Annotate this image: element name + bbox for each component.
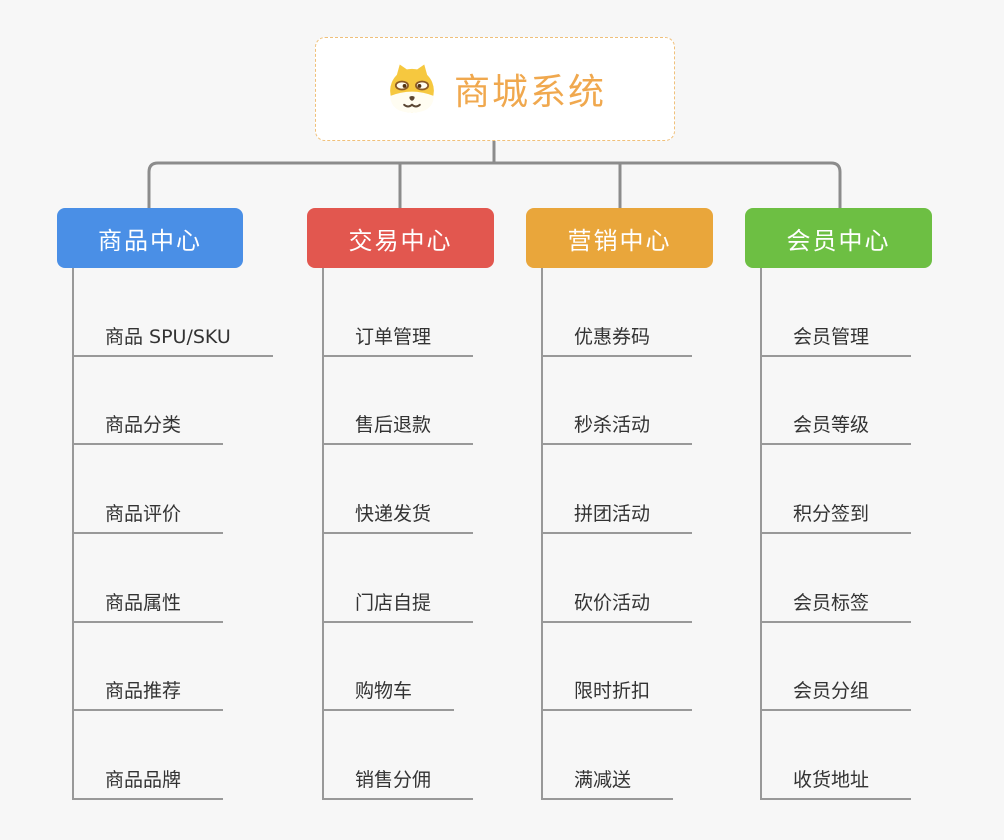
branch-children-member-center: 会员管理 会员等级 积分签到 会员标签 会员分组 收货地址 xyxy=(760,268,912,801)
leaf-node[interactable]: 满减送 xyxy=(541,711,674,801)
leaf-label: 砍价活动 xyxy=(574,591,651,614)
leaf-label: 售后退款 xyxy=(355,414,432,437)
leaf-label: 会员等级 xyxy=(793,414,870,437)
leaf-node[interactable]: 商品评价 xyxy=(72,445,224,535)
shiba-dog-icon xyxy=(390,64,434,113)
leaf-node[interactable]: 限时折扣 xyxy=(541,623,693,712)
leaf-label: 优惠券码 xyxy=(574,325,651,348)
branch-children-product-center: 商品 SPU/SKU 商品分类 商品评价 商品属性 商品推荐 商品品牌 xyxy=(72,268,273,801)
branch-children-trade-center: 订单管理 售后退款 快递发货 门店自提 购物车 销售分佣 xyxy=(322,268,474,801)
branch-label: 营销中心 xyxy=(567,226,672,255)
branch-label: 交易中心 xyxy=(348,226,453,255)
leaf-label: 商品品牌 xyxy=(105,769,182,792)
branch-children-marketing-center: 优惠券码 秒杀活动 拼团活动 砍价活动 限时折扣 满减送 xyxy=(541,268,693,801)
leaf-node[interactable]: 优惠券码 xyxy=(541,268,693,357)
leaf-node[interactable]: 商品分类 xyxy=(72,357,224,446)
leaf-label: 限时折扣 xyxy=(574,680,651,703)
leaf-label: 商品属性 xyxy=(105,591,182,614)
leaf-label: 销售分佣 xyxy=(355,769,432,792)
leaf-label: 商品推荐 xyxy=(105,680,182,703)
branch-node-marketing-center[interactable]: 营销中心 xyxy=(526,208,713,268)
leaf-label: 购物车 xyxy=(355,680,413,703)
leaf-label: 满减送 xyxy=(574,769,632,792)
leaf-node[interactable]: 收货地址 xyxy=(760,711,912,801)
leaf-label: 商品 SPU/SKU xyxy=(105,325,231,348)
leaf-node[interactable]: 商品品牌 xyxy=(72,711,224,801)
leaf-label: 商品评价 xyxy=(105,503,182,526)
root-title: 商城系统 xyxy=(453,72,606,113)
leaf-node[interactable]: 门店自提 xyxy=(322,534,474,623)
leaf-node[interactable]: 会员等级 xyxy=(760,357,912,446)
branch-label: 会员中心 xyxy=(786,226,891,255)
leaf-node[interactable]: 商品 SPU/SKU xyxy=(72,268,273,357)
leaf-node[interactable]: 商品推荐 xyxy=(72,623,224,712)
leaf-node[interactable]: 秒杀活动 xyxy=(541,357,693,446)
branch-trunk-line xyxy=(760,268,762,800)
leaf-label: 会员管理 xyxy=(793,325,870,348)
branch-node-product-center[interactable]: 商品中心 xyxy=(57,208,243,268)
leaf-label: 门店自提 xyxy=(355,591,432,614)
leaf-node[interactable]: 商品属性 xyxy=(72,534,224,623)
leaf-label: 收货地址 xyxy=(793,769,870,792)
leaf-label: 拼团活动 xyxy=(574,503,651,526)
leaf-node[interactable]: 订单管理 xyxy=(322,268,474,357)
branch-node-trade-center[interactable]: 交易中心 xyxy=(307,208,494,268)
leaf-node[interactable]: 销售分佣 xyxy=(322,711,474,801)
branch-node-member-center[interactable]: 会员中心 xyxy=(745,208,932,268)
leaf-node[interactable]: 购物车 xyxy=(322,623,455,712)
leaf-node[interactable]: 会员分组 xyxy=(760,623,912,712)
branch-label: 商品中心 xyxy=(98,226,202,255)
leaf-node[interactable]: 售后退款 xyxy=(322,357,474,446)
leaf-node[interactable]: 会员标签 xyxy=(760,534,912,623)
leaf-label: 订单管理 xyxy=(355,325,432,348)
leaf-node[interactable]: 砍价活动 xyxy=(541,534,693,623)
leaf-node[interactable]: 拼团活动 xyxy=(541,445,693,535)
leaf-label: 会员标签 xyxy=(793,591,870,614)
root-node[interactable]: 商城系统 xyxy=(315,37,675,141)
branch-trunk-line xyxy=(72,268,74,800)
branch-trunk-line xyxy=(322,268,324,800)
leaf-label: 商品分类 xyxy=(105,414,182,437)
leaf-label: 会员分组 xyxy=(793,680,870,703)
leaf-node[interactable]: 积分签到 xyxy=(760,445,912,535)
leaf-node[interactable]: 快递发货 xyxy=(322,445,474,535)
leaf-node[interactable]: 会员管理 xyxy=(760,268,912,357)
branch-trunk-line xyxy=(541,268,543,800)
leaf-label: 积分签到 xyxy=(793,503,870,526)
leaf-label: 秒杀活动 xyxy=(574,414,651,437)
leaf-label: 快递发货 xyxy=(355,503,432,526)
